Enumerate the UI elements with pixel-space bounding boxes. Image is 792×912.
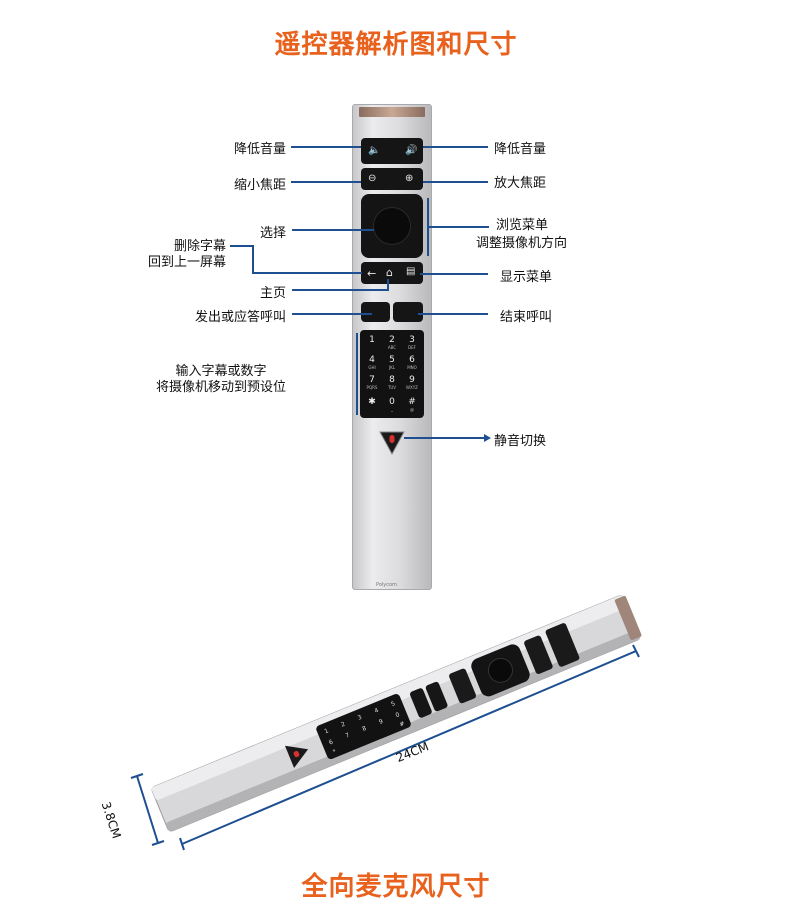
svg-text:1: 1 bbox=[323, 727, 329, 735]
dpad-bracket bbox=[427, 198, 429, 256]
label-zoom-left: 缩小焦距 bbox=[233, 178, 286, 193]
remote-ir-window bbox=[359, 107, 425, 117]
label-delete-1: 删除字幕 bbox=[173, 239, 226, 254]
leader-mute bbox=[404, 437, 486, 439]
leader-delete-a bbox=[230, 245, 254, 247]
nav-button-bar[interactable] bbox=[361, 262, 423, 284]
svg-text:0: 0 bbox=[395, 711, 401, 719]
back-arrow-icon[interactable]: ← bbox=[367, 267, 377, 280]
svg-text:5: 5 bbox=[390, 700, 396, 708]
leader-delete-b bbox=[252, 245, 254, 274]
label-volume-left: 降低音量 bbox=[233, 142, 286, 157]
label-call: 发出或应答呼叫 bbox=[194, 310, 286, 325]
svg-text:9: 9 bbox=[378, 718, 384, 726]
svg-text:3: 3 bbox=[357, 714, 363, 722]
home-icon[interactable]: ⌂ bbox=[386, 266, 393, 279]
volume-button-bar[interactable] bbox=[361, 138, 423, 164]
leader-volume-left bbox=[291, 146, 361, 148]
keypad-bracket bbox=[356, 333, 358, 415]
leader-select bbox=[292, 229, 374, 231]
mute-button[interactable] bbox=[376, 426, 408, 456]
zoom-in-icon: ⊕ bbox=[405, 173, 414, 184]
leader-zoom-left bbox=[291, 181, 361, 183]
label-browse-1: 浏览菜单 bbox=[496, 218, 549, 233]
zoom-out-icon: ⊖ bbox=[368, 173, 377, 184]
label-end-call: 结束呼叫 bbox=[500, 310, 553, 325]
bottom-title: 全向麦克风尺寸 bbox=[301, 872, 491, 902]
label-show-menu: 显示菜单 bbox=[500, 270, 553, 285]
leader-call bbox=[292, 313, 372, 315]
label-home: 主页 bbox=[259, 286, 286, 301]
key-hash[interactable]: #@ bbox=[408, 397, 416, 413]
speaker-low-icon: 🔈 bbox=[368, 145, 381, 156]
label-mute: 静音切换 bbox=[494, 434, 547, 449]
svg-text:2: 2 bbox=[340, 721, 346, 729]
select-button[interactable] bbox=[374, 208, 410, 244]
mic-mute-icon bbox=[389, 435, 395, 443]
svg-text:#: # bbox=[398, 720, 405, 728]
key-1[interactable]: 1 bbox=[369, 335, 375, 345]
leader-end-call bbox=[418, 313, 488, 315]
svg-text:4: 4 bbox=[373, 707, 379, 715]
label-zoom-right: 放大焦距 bbox=[494, 176, 547, 191]
label-delete-2: 回到上一屏幕 bbox=[147, 255, 226, 270]
svg-text:8: 8 bbox=[361, 725, 367, 733]
label-browse-2: 调整摄像机方向 bbox=[476, 236, 568, 251]
leader-menu bbox=[420, 273, 488, 275]
menu-icon[interactable]: ▤ bbox=[406, 266, 416, 277]
label-volume-right: 降低音量 bbox=[494, 142, 547, 157]
svg-text:7: 7 bbox=[345, 732, 351, 740]
leader-browse bbox=[429, 226, 489, 228]
mute-arrowhead bbox=[484, 434, 491, 442]
svg-text:6: 6 bbox=[328, 738, 334, 746]
leader-zoom-right bbox=[423, 181, 488, 183]
label-select: 选择 bbox=[259, 226, 286, 241]
navigation-dpad[interactable] bbox=[361, 194, 423, 258]
leader-home-b bbox=[387, 279, 389, 291]
svg-text:*: * bbox=[332, 748, 337, 756]
width-dimension-line bbox=[136, 775, 159, 844]
leader-home-a bbox=[292, 289, 389, 291]
label-keypad-2: 将摄像机移动到预设位 bbox=[155, 380, 286, 395]
zoom-button-bar[interactable] bbox=[361, 168, 423, 190]
key-0[interactable]: 0⎵ bbox=[389, 397, 395, 413]
remote-logo: Polycom bbox=[376, 582, 397, 588]
leader-volume-right bbox=[423, 146, 488, 148]
key-star[interactable]: ✱ bbox=[368, 397, 376, 407]
end-call-button[interactable] bbox=[393, 302, 423, 322]
leader-delete-c bbox=[252, 272, 362, 274]
label-keypad-1: 输入字幕或数字 bbox=[175, 364, 267, 379]
speaker-high-icon: 🔊 bbox=[405, 145, 418, 156]
length-dimension-line bbox=[181, 650, 637, 845]
top-title: 遥控器解析图和尺寸 bbox=[274, 30, 518, 60]
call-button[interactable] bbox=[361, 302, 390, 322]
